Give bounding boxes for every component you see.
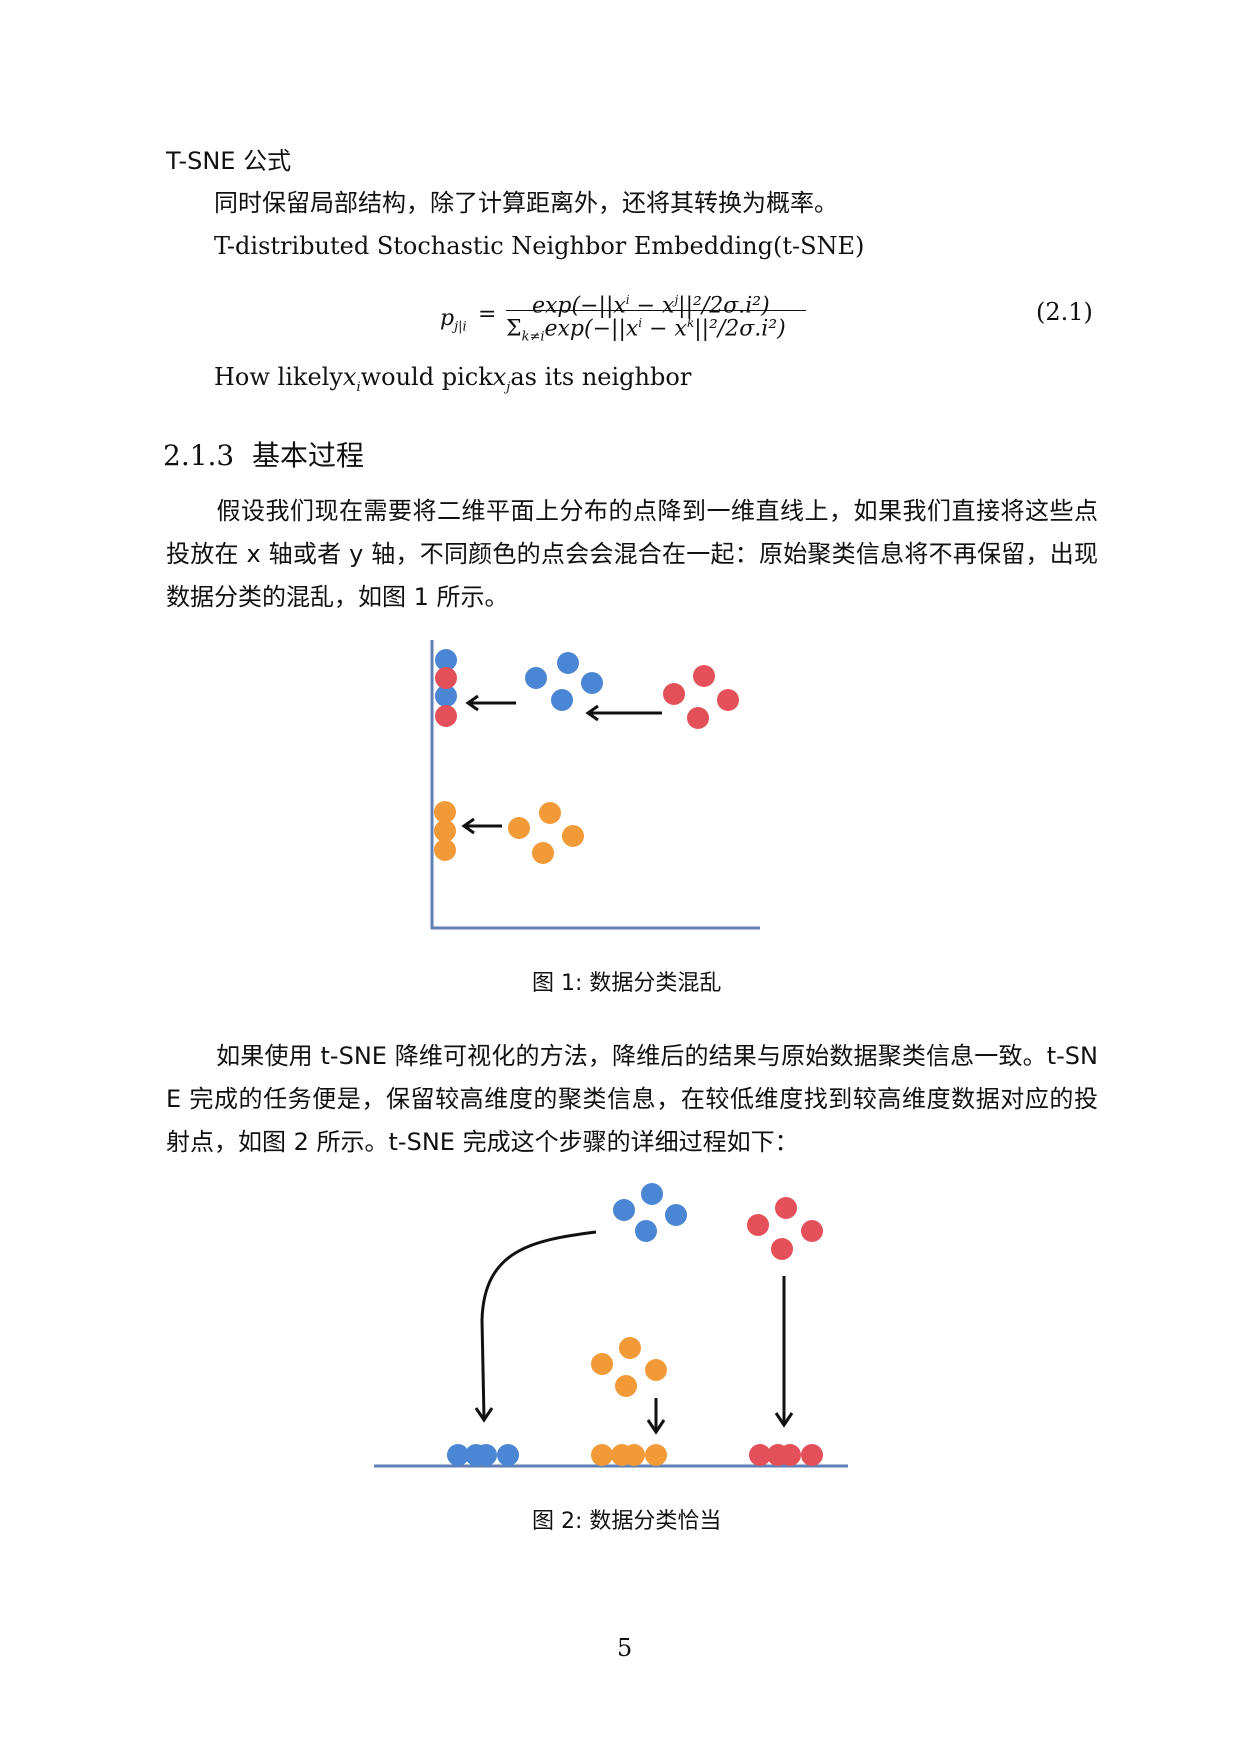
figure-1-caption: 图 1: 数据分类混乱 bbox=[532, 971, 722, 996]
figure-1 bbox=[430, 640, 760, 930]
fig2-arrow-icon bbox=[774, 1276, 794, 1428]
intro-line-2: T-distributed Stochastic Neighbor Embedd… bbox=[214, 232, 865, 260]
fig1-red-dot bbox=[687, 707, 709, 729]
paragraph-2: 如果使用 t-SNE 降维可视化的方法，降维后的结果与原始数据聚类信息一致。t-… bbox=[166, 1042, 1098, 1156]
figure-2 bbox=[374, 1183, 848, 1468]
fig2-blue-dot bbox=[641, 1183, 663, 1205]
fig2-baseline-orange-dot bbox=[623, 1444, 645, 1466]
fig1-red-dot bbox=[717, 689, 739, 711]
subsection-number: 2.1.3 bbox=[163, 439, 235, 472]
paragraph-1: 假设我们现在需要将二维平面上分布的点降到一维直线上，如果我们直接将这些点投放在 … bbox=[166, 497, 1098, 611]
fig2-blue-dot bbox=[613, 1199, 635, 1221]
neighbor-description: How likelyxiwould pickxjas its neighbor bbox=[214, 363, 692, 395]
fig1-orange-dot bbox=[562, 825, 584, 847]
fig2-baseline-orange-dot bbox=[645, 1444, 667, 1466]
fig2-red-dot bbox=[747, 1214, 769, 1236]
fig2-baseline-blue-dot bbox=[475, 1444, 497, 1466]
equation-number: (2.1) bbox=[1036, 298, 1093, 326]
fig1-axis-red-dot bbox=[435, 667, 457, 689]
fig1-blue-dot bbox=[557, 652, 579, 674]
fig2-baseline-orange-dot bbox=[591, 1444, 613, 1466]
equation-equals: = bbox=[478, 302, 497, 327]
equation-numerator: exp(−||xi − xj||²/2σ.i²) bbox=[532, 293, 770, 319]
page-number: 5 bbox=[617, 1634, 633, 1662]
fig2-baseline-red-dot bbox=[801, 1444, 823, 1466]
fig1-blue-dot bbox=[525, 667, 547, 689]
fig2-blue-dot bbox=[635, 1220, 657, 1242]
fraction-bar bbox=[506, 310, 806, 311]
fig2-orange-dot bbox=[615, 1375, 637, 1397]
equation-lhs: pj|i bbox=[440, 306, 467, 335]
fig2-baseline-blue-dot bbox=[497, 1444, 519, 1466]
fig2-orange-dot bbox=[645, 1359, 667, 1381]
fig1-orange-dot bbox=[508, 817, 530, 839]
fig1-red-dot bbox=[693, 665, 715, 687]
fig1-axis-blue-dot bbox=[435, 685, 457, 707]
tsne-formula-title: T-SNE 公式 bbox=[166, 147, 292, 175]
fig1-axis-red-dot bbox=[435, 705, 457, 727]
fig2-baseline-red-dot bbox=[749, 1444, 771, 1466]
fig1-blue-dot bbox=[551, 689, 573, 711]
fig1-orange-dot bbox=[539, 802, 561, 824]
fig1-axis-orange-dot bbox=[434, 820, 456, 842]
fig2-curved-arrow-icon bbox=[474, 1230, 597, 1423]
fig1-arrow-icon bbox=[465, 694, 516, 712]
subsection-title: 基本过程 bbox=[252, 439, 365, 472]
fig2-orange-dot bbox=[591, 1353, 613, 1375]
fig2-baseline-red-dot bbox=[779, 1444, 801, 1466]
fig2-blue-dot bbox=[665, 1204, 687, 1226]
fig2-arrow-icon bbox=[646, 1398, 666, 1435]
fig1-axis-blue-dot bbox=[435, 649, 457, 671]
fig2-red-dot bbox=[775, 1197, 797, 1219]
fig1-axis-orange-dot bbox=[434, 839, 456, 861]
fig2-red-dot bbox=[771, 1238, 793, 1260]
fig2-baseline-blue-dot bbox=[447, 1444, 469, 1466]
fig2-red-dot bbox=[801, 1220, 823, 1242]
fig1-arrow-icon bbox=[585, 704, 662, 722]
fig2-orange-dot bbox=[619, 1337, 641, 1359]
fig1-axis-orange-dot bbox=[434, 801, 456, 823]
intro-line-1: 同时保留局部结构，除了计算距离外，还将其转换为概率。 bbox=[214, 189, 838, 217]
fig1-red-dot bbox=[663, 683, 685, 705]
fig1-orange-dot bbox=[532, 842, 554, 864]
fig1-blue-dot bbox=[581, 672, 603, 694]
equation-denominator: Σk≠iexp(−||xi − xk||²/2σ.i²) bbox=[506, 316, 786, 345]
fig1-arrow-icon bbox=[461, 817, 502, 835]
figure-2-caption: 图 2: 数据分类恰当 bbox=[532, 1509, 722, 1534]
